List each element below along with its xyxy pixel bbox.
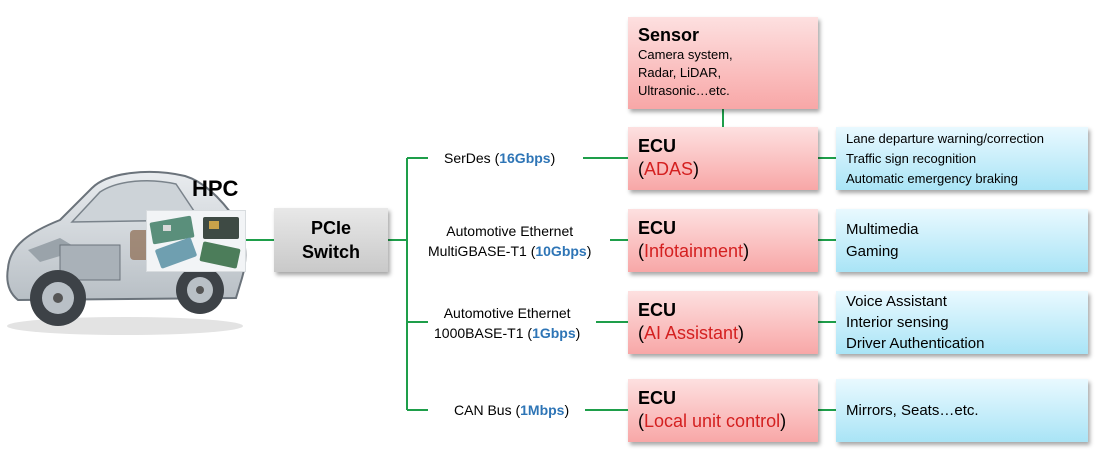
ecu-title: ECU: [638, 388, 677, 408]
bus-label-text: SerDes (: [444, 150, 500, 166]
feature-item: Driver Authentication: [846, 335, 985, 352]
sensor-title: Sensor: [638, 25, 700, 45]
feature-item: Automatic emergency braking: [846, 170, 1018, 186]
ecu-box-local-unit: ECU (Local unit control): [628, 379, 818, 442]
bus-label-serdes: SerDes (16Gbps): [444, 148, 555, 168]
bus-label-text: ): [575, 325, 581, 341]
ecu-name: Infotainment: [644, 241, 744, 261]
feature-item: Traffic sign recognition: [846, 150, 977, 166]
switch-label-line1: PCIe: [310, 218, 352, 238]
ecu-box-adas: ECU (ADAS): [628, 127, 818, 190]
feature-item: Gaming: [846, 242, 899, 260]
feature-item: Interior sensing: [846, 314, 949, 331]
features-box-adas: Lane departure warning/correction Traffi…: [836, 127, 1088, 190]
switch-label-line2: Switch: [301, 242, 360, 262]
bus-rate: 1Gbps: [532, 325, 576, 341]
hpc-circuit-boards-image: [146, 210, 246, 272]
bus-label-line: Automotive Ethernet: [443, 305, 571, 321]
ecu-title: ECU: [638, 300, 677, 320]
bus-label-1000base: Automotive Ethernet 1000BASE-T1 (1Gbps): [434, 303, 580, 343]
ecu-name: AI Assistant: [644, 323, 739, 343]
pcie-switch-box: PCIe Switch: [274, 208, 388, 272]
bus-rate: 1Mbps: [520, 402, 565, 418]
bus-label-text: MultiGBASE-T1 (: [428, 243, 536, 259]
features-box-ai-assistant: Voice Assistant Interior sensing Driver …: [836, 291, 1088, 354]
ecu-box-infotainment: ECU (Infotainment): [628, 209, 818, 272]
bus-label-multigbase: Automotive Ethernet MultiGBASE-T1 (10Gbp…: [428, 221, 591, 261]
sensor-box: Sensor Camera system, Radar, LiDAR, Ultr…: [628, 17, 818, 109]
features-box-infotainment: Multimedia Gaming: [836, 209, 1088, 272]
feature-item: Lane departure warning/correction: [846, 130, 1045, 146]
sensor-desc-line: Radar, LiDAR,: [638, 65, 722, 80]
bus-label-text: ): [586, 243, 592, 259]
bus-label-text: 1000BASE-T1 (: [434, 325, 533, 341]
feature-item: Mirrors, Seats…etc.: [846, 401, 979, 419]
ecu-title: ECU: [638, 136, 677, 156]
sensor-desc-line: Camera system,: [638, 47, 733, 62]
ecu-box-ai-assistant: ECU (AI Assistant): [628, 291, 818, 354]
bus-rate: 10Gbps: [535, 243, 587, 259]
bus-label-text: CAN Bus (: [454, 402, 521, 418]
sensor-desc-line: Ultrasonic…etc.: [638, 83, 730, 98]
bus-label-line: Automotive Ethernet: [446, 223, 574, 239]
features-box-local-unit: Mirrors, Seats…etc.: [836, 379, 1088, 442]
bus-label-text: ): [564, 402, 570, 418]
bus-label-can: CAN Bus (1Mbps): [454, 400, 569, 420]
feature-item: Multimedia: [846, 220, 919, 238]
feature-item: Voice Assistant: [846, 293, 947, 310]
ecu-name: ADAS: [644, 159, 694, 179]
bus-rate: 16Gbps: [499, 150, 551, 166]
ecu-name: Local unit control: [644, 411, 781, 431]
ecu-title: ECU: [638, 218, 677, 238]
hpc-title: HPC: [192, 176, 239, 201]
bus-label-text: ): [550, 150, 556, 166]
